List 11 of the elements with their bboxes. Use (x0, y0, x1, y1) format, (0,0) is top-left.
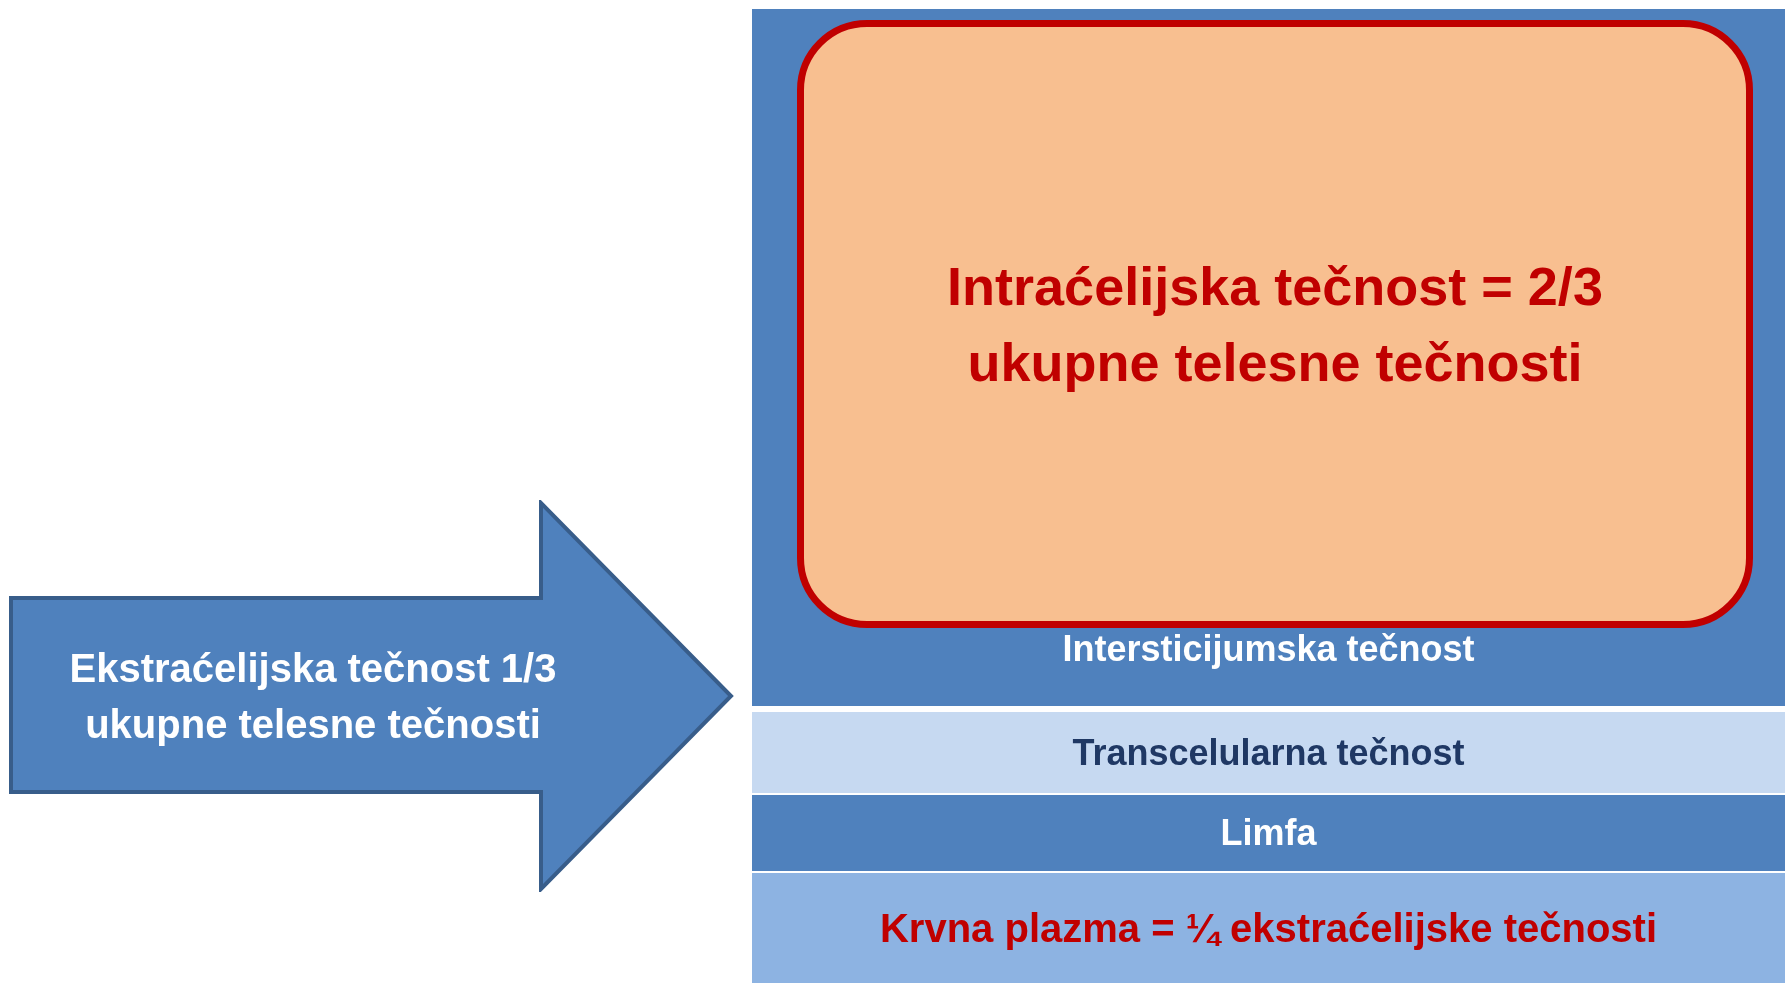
compartment-label: Ekstraćelijska tečnost 1/3 ukupne telesne tečnosti (68, 645, 558, 748)
compartment-label: Transcelularna tečnost (1071, 731, 1466, 774)
compartment-label: Intraćelijska tečnost = 2/3 ukupne telesne tečnosti (946, 255, 1604, 394)
fluid-compartment-panel (752, 9, 1785, 706)
rounded-box (797, 20, 1753, 628)
band (752, 712, 1785, 793)
band (752, 873, 1785, 983)
compartment-label: Intersticijumska tečnost (1061, 627, 1476, 671)
band (752, 795, 1785, 871)
compartment-label: Limfa (1219, 812, 1318, 854)
compartment-label: Krvna plazma = ¼ ekstraćelijske tečnosti (878, 905, 1659, 951)
